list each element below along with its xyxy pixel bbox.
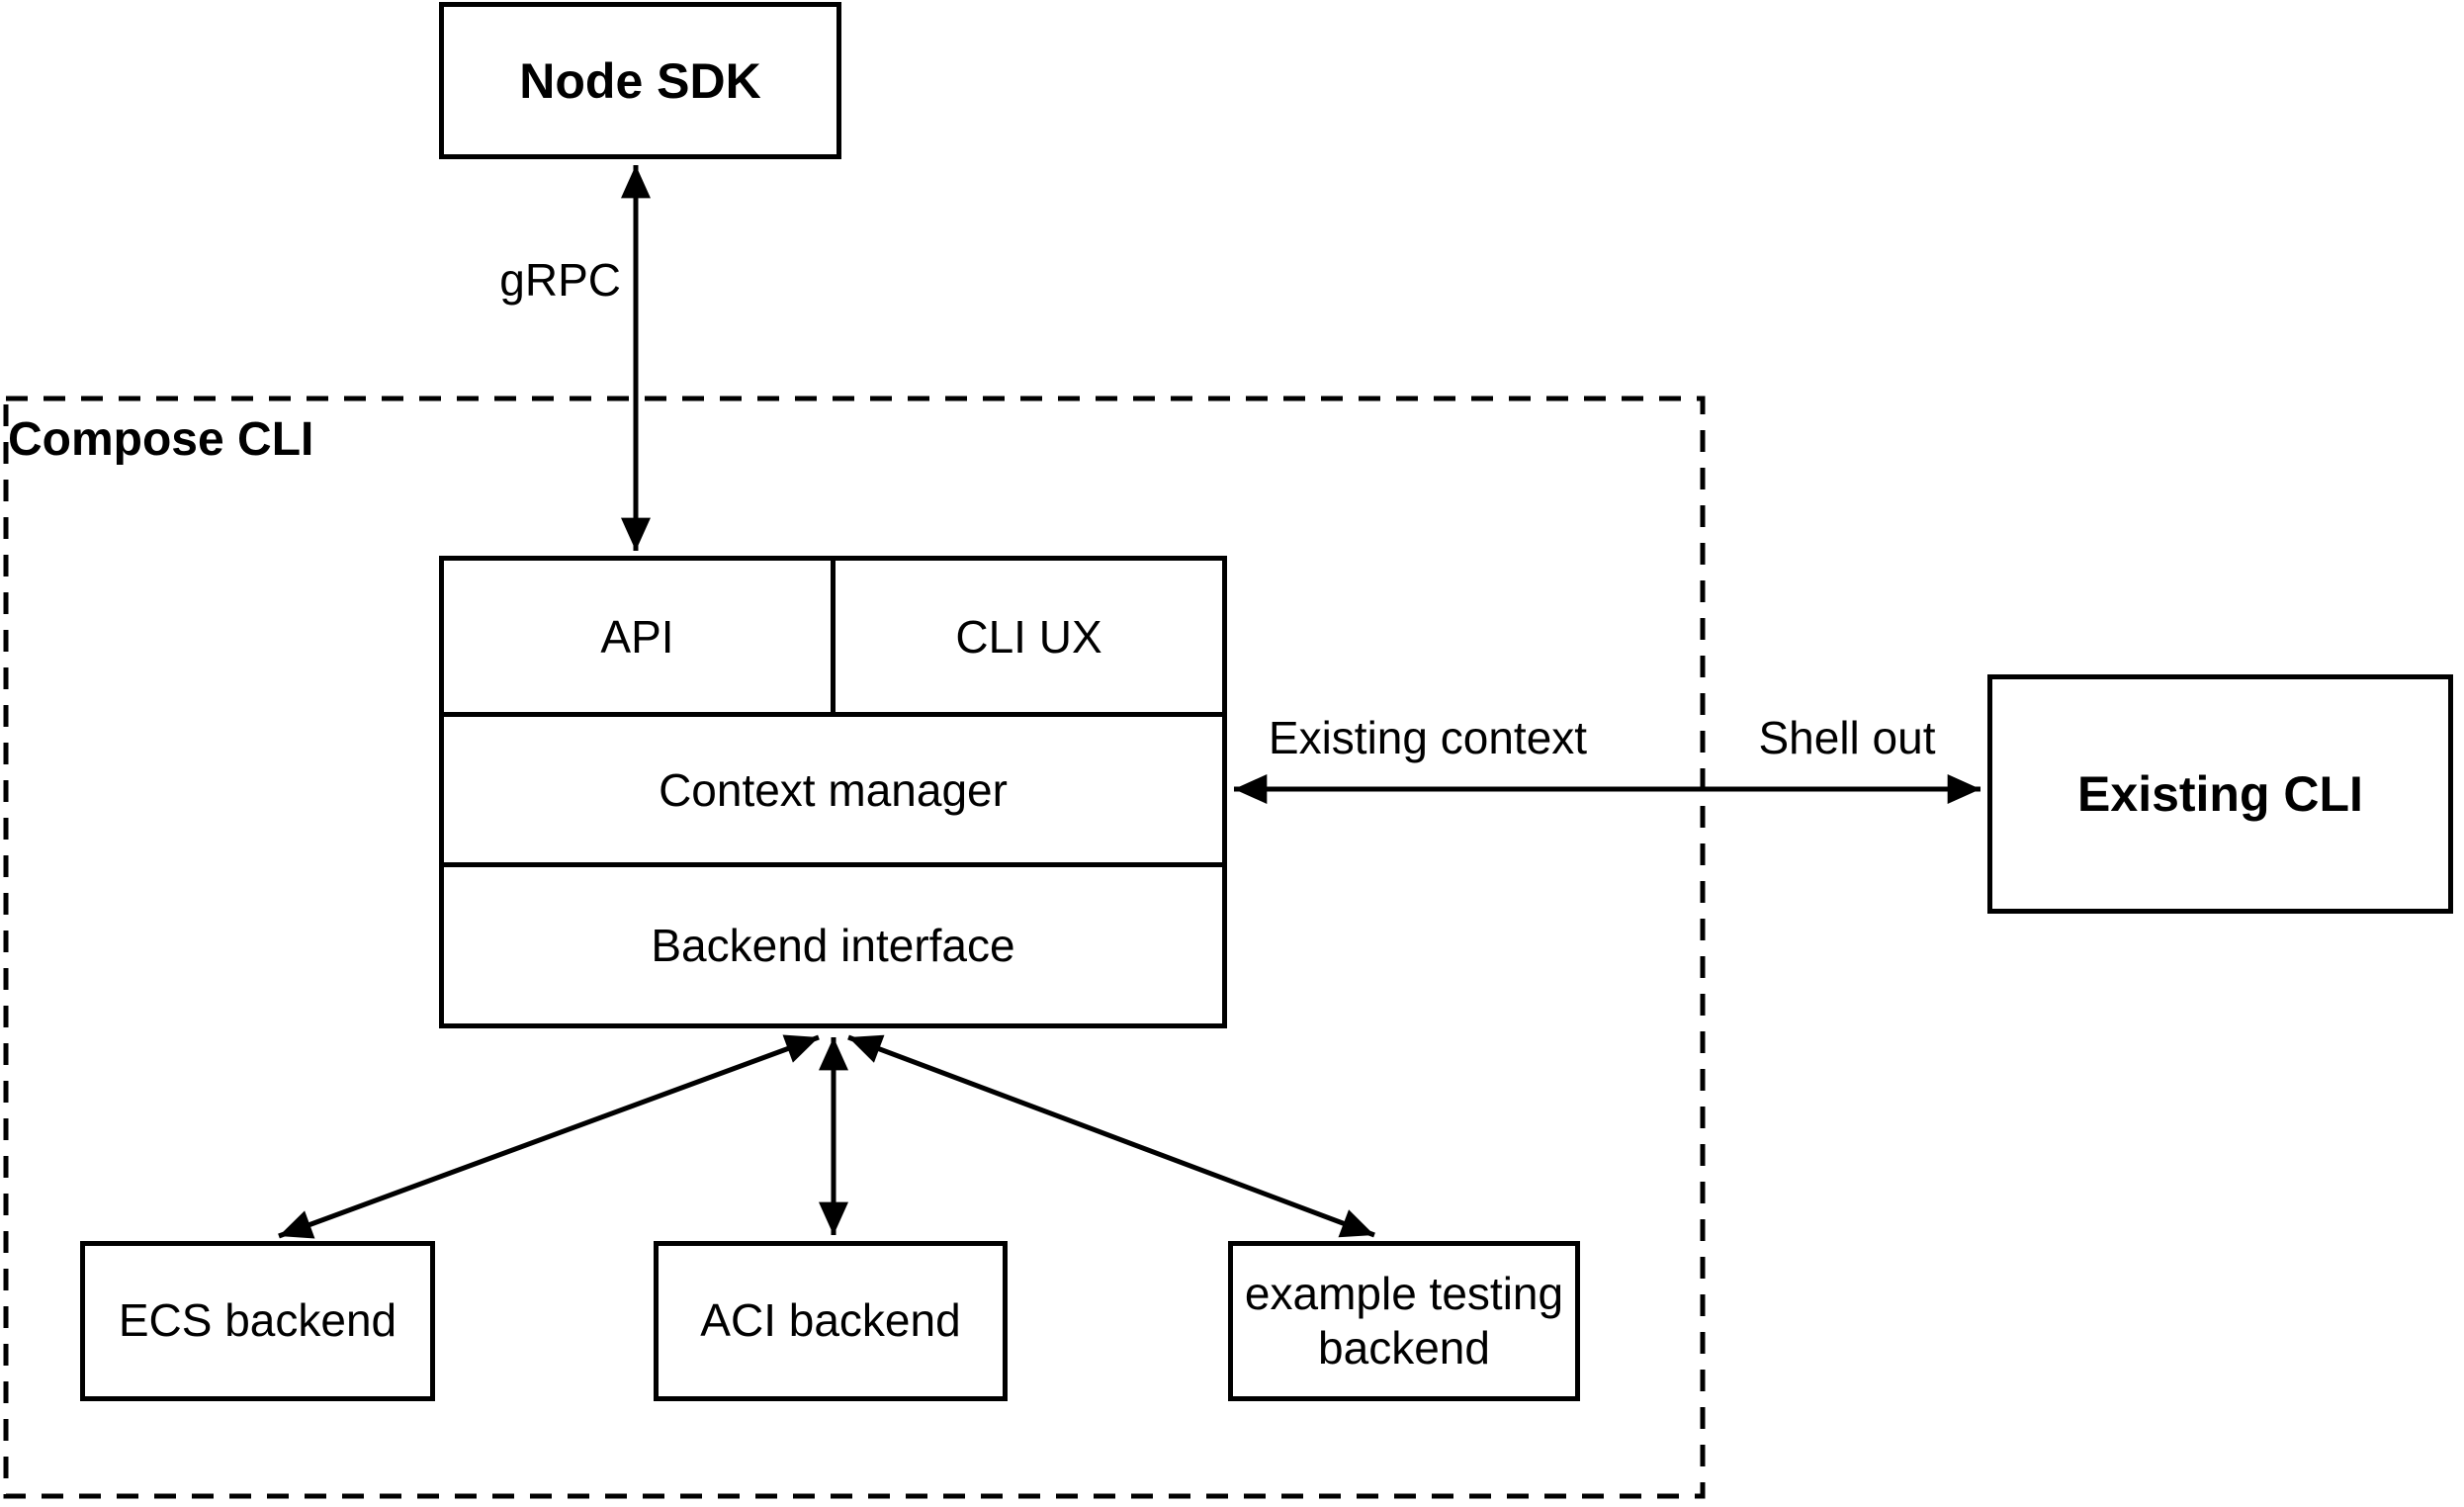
compose-cli-container-border xyxy=(3,396,1706,1499)
top-row: API CLI UX xyxy=(444,561,1222,712)
existing-cli-box: Existing CLI xyxy=(1987,674,2453,914)
existing-cli-label: Existing CLI xyxy=(2077,766,2363,822)
cli-ux-cell: CLI UX xyxy=(836,561,1222,712)
edge-backend-example xyxy=(847,1034,1375,1238)
context-manager-row: Context manager xyxy=(444,712,1222,862)
shell-out-edge-label: Shell out xyxy=(1740,712,1954,764)
node-sdk-label: Node SDK xyxy=(519,52,761,109)
api-cell: API xyxy=(444,561,836,712)
aci-backend-label: ACI backend xyxy=(700,1294,961,1347)
existing-context-edge-label: Existing context xyxy=(1256,712,1600,764)
backend-interface-label: Backend interface xyxy=(651,920,1015,971)
backend-interface-row: Backend interface xyxy=(444,862,1222,1023)
ecs-backend-label: ECS backend xyxy=(118,1294,397,1347)
edge-backend-ecs xyxy=(278,1034,820,1239)
api-label: API xyxy=(600,610,674,663)
compose-cli-container-label: Compose CLI xyxy=(8,413,314,466)
aci-backend-box: ACI backend xyxy=(654,1241,1008,1401)
node-sdk-box: Node SDK xyxy=(439,2,841,159)
example-testing-backend-box: example testing backend xyxy=(1228,1241,1580,1401)
ecs-backend-box: ECS backend xyxy=(80,1241,435,1401)
cli-ux-label: CLI UX xyxy=(955,610,1102,663)
compose-core-box: API CLI UX Context manager Backend inter… xyxy=(439,556,1227,1028)
grpc-edge-label: gRPC xyxy=(499,254,621,306)
context-manager-label: Context manager xyxy=(659,763,1008,816)
example-testing-backend-label: example testing backend xyxy=(1244,1267,1564,1374)
